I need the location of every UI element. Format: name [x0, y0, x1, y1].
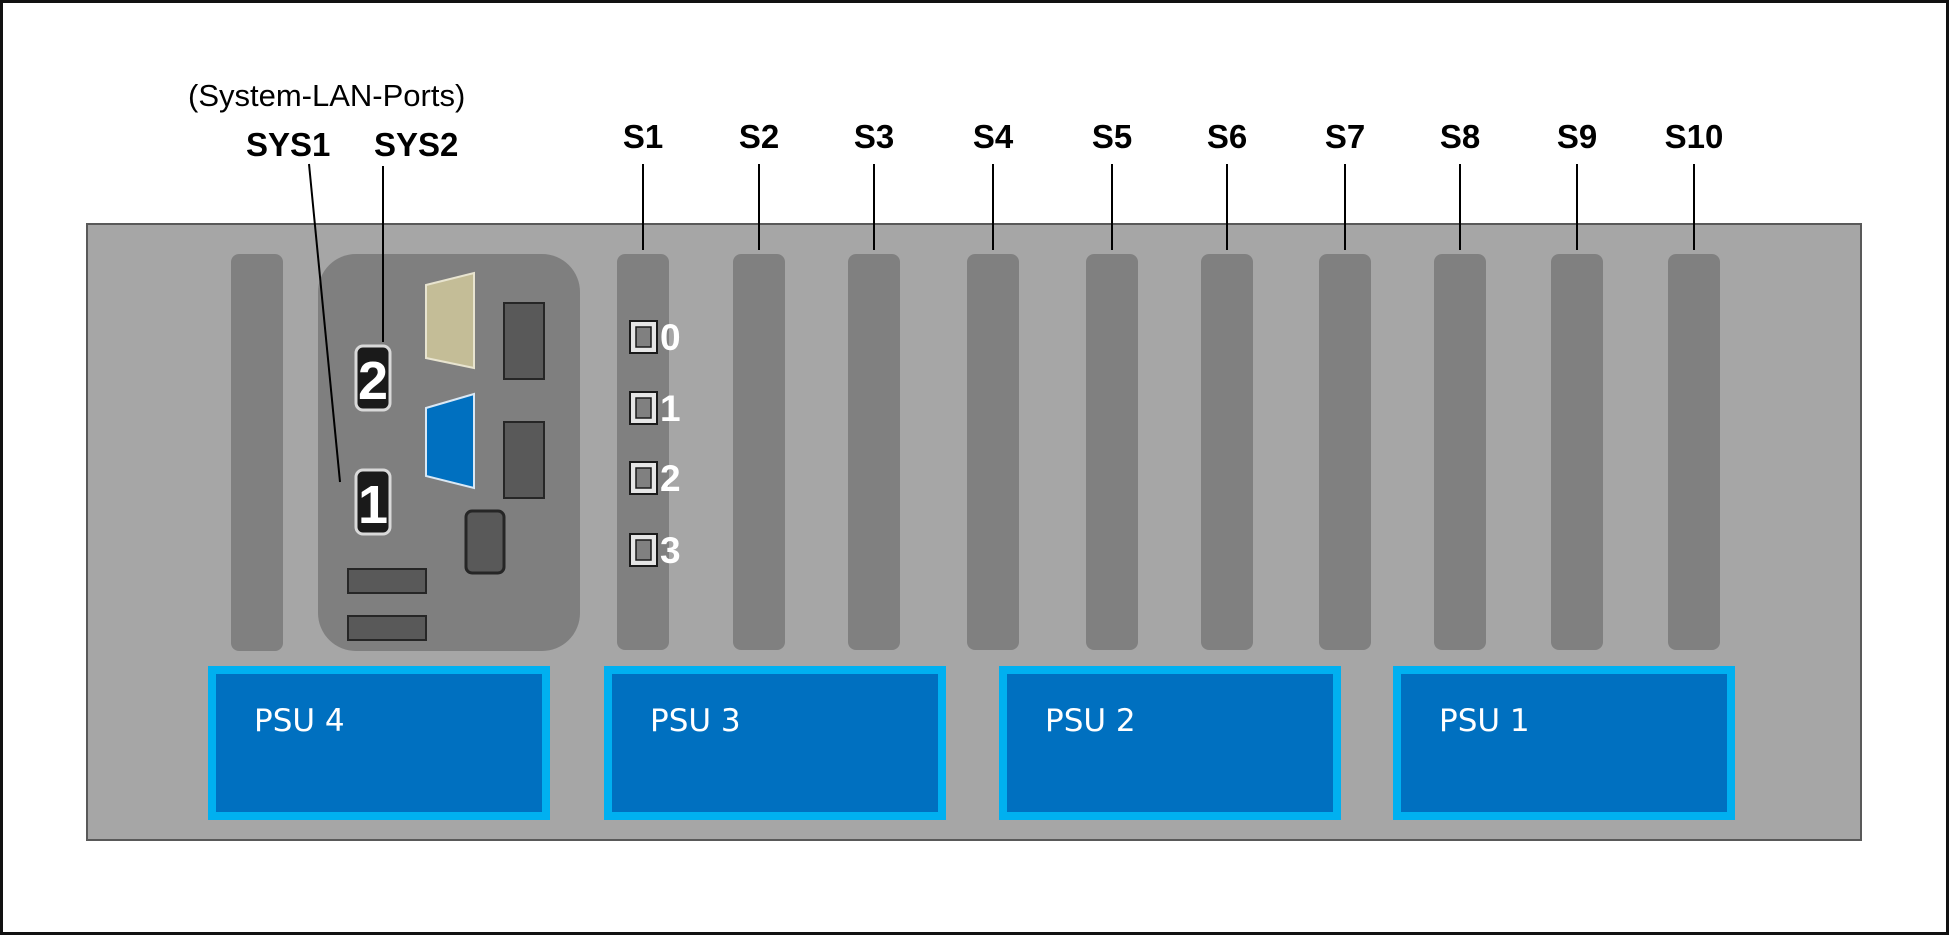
system-lan-port-1 — [354, 468, 392, 536]
slot-s9 — [1551, 254, 1603, 650]
usb-port — [347, 615, 427, 641]
s1-lan-port-1-jack — [635, 397, 652, 419]
psu-3 — [604, 666, 946, 820]
slot-s2-label: S2 — [739, 118, 779, 155]
power-supplies: PSU 4 PSU 3 PSU 2 PSU 1 — [208, 666, 1735, 820]
slot-s4-label: S4 — [973, 118, 1014, 155]
system-lan-ports-caption: (System-LAN-Ports) — [188, 78, 465, 113]
system-lan-port-2 — [354, 344, 392, 412]
psu-1-label: PSU 1 — [1439, 703, 1530, 739]
s1-lan-port-3-label: 3 — [660, 530, 681, 571]
psu-2 — [999, 666, 1341, 820]
slot-s10-label: S10 — [1665, 118, 1724, 155]
serial-port — [425, 271, 475, 370]
slot-s9-label: S9 — [1557, 118, 1597, 155]
slot-s4 — [967, 254, 1019, 650]
psu-3-label: PSU 3 — [650, 703, 741, 739]
system-lan-port-2-label: 2 — [358, 351, 388, 411]
s1-lan-port-0-label: 0 — [660, 317, 681, 358]
slot-s7-label: S7 — [1325, 118, 1365, 155]
slot-s8 — [1434, 254, 1486, 650]
slot-s5-label: S5 — [1092, 118, 1132, 155]
slot-s5 — [1086, 254, 1138, 650]
slot-s3-label: S3 — [854, 118, 894, 155]
s1-lan-port-3-jack — [635, 539, 652, 561]
slot-s3 — [848, 254, 900, 650]
mgmt-port — [464, 509, 506, 575]
slot-s1 — [617, 254, 669, 650]
sys1-label: SYS1 — [246, 126, 330, 163]
usb-port — [503, 302, 545, 380]
vga-port — [425, 392, 475, 490]
slot-s8-label: S8 — [1440, 118, 1480, 155]
s1-lan-port-2-label: 2 — [660, 458, 681, 499]
sys1-leader-line — [308, 163, 341, 483]
psu-4-label: PSU 4 — [254, 703, 345, 739]
slot-s6-label: S6 — [1207, 118, 1247, 155]
slot-s10 — [1668, 254, 1720, 650]
psu-4 — [208, 666, 550, 820]
s1-lan-port-0-jack — [635, 326, 652, 348]
sys2-label: SYS2 — [374, 126, 458, 163]
slot-s7 — [1319, 254, 1371, 650]
s1-lan-port-1-label: 1 — [660, 388, 681, 429]
psu-2-label: PSU 2 — [1045, 703, 1136, 739]
usb-port — [347, 568, 427, 594]
usb-port — [503, 421, 545, 499]
slot-s6 — [1201, 254, 1253, 650]
s1-lan-port-2-jack — [635, 467, 652, 489]
slot-labels: S1 S2 S3 S4 S5 S6 S7 S8 S9 S10 — [623, 118, 1724, 250]
psu-1 — [1393, 666, 1735, 820]
blank-slot — [231, 254, 283, 651]
system-lan-port-1-label: 1 — [358, 475, 388, 535]
slot-s1-label: S1 — [623, 118, 663, 155]
s1-lan-ports: 0 1 2 3 — [629, 317, 681, 571]
slot-s2 — [733, 254, 785, 650]
